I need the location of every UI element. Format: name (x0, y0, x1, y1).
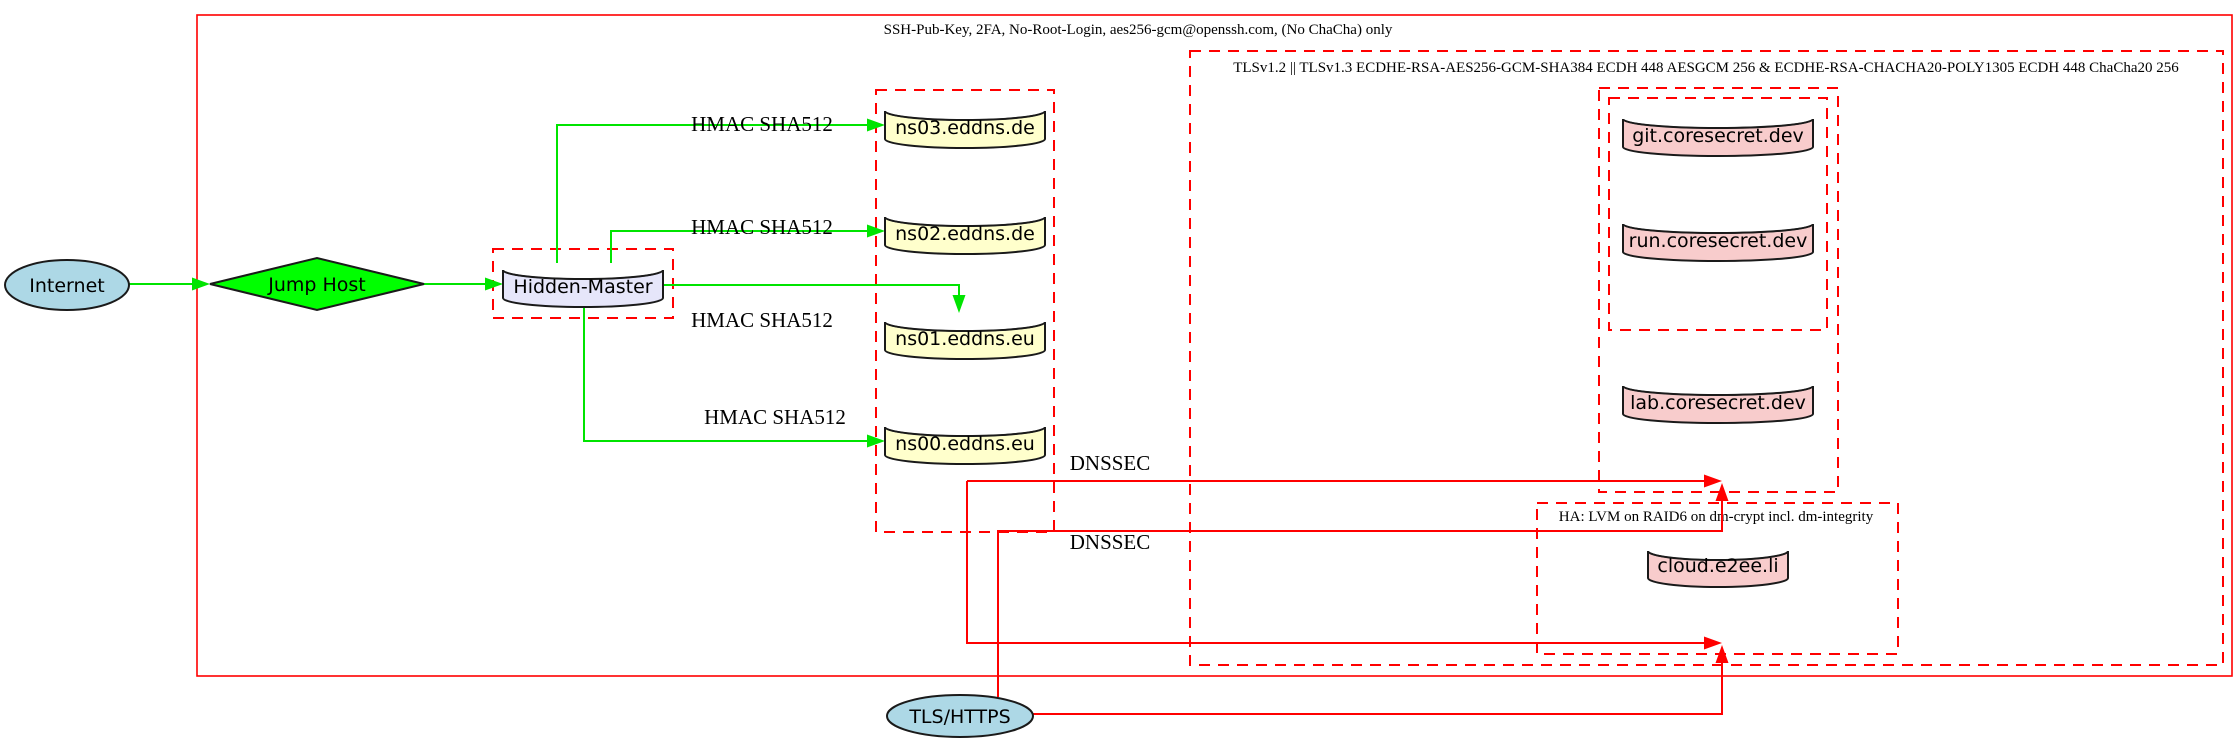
edge-hiddenmaster-to-ns03 (556, 118, 885, 263)
edge-label-dnssec-1: DNSSEC (1070, 451, 1151, 475)
tls-cluster-box (1189, 50, 2224, 666)
git-coresecret-node-label: git.coresecret.dev (1632, 125, 1804, 147)
arrowhead-up-icon (1715, 645, 1729, 663)
edge-dnssec-to-ha (966, 481, 1722, 650)
internet-node-label: Internet (29, 275, 104, 297)
internet-node: Internet (4, 259, 130, 311)
ns02-node: ns02.eddns.de (884, 216, 1046, 255)
ssh-cluster-box (196, 14, 2233, 677)
edge-label-hmac-ns03: HMAC SHA512 (691, 112, 833, 136)
edge-hiddenmaster-to-ns00 (583, 307, 885, 448)
cloud-e2ee-node-label: cloud.e2ee.li (1657, 555, 1778, 577)
edge-hiddenmaster-to-ns02 (610, 224, 885, 263)
edge-internet-to-jumphost (129, 277, 210, 291)
tls-https-node-label: TLS/HTTPS (908, 706, 1010, 728)
edge-hiddenmaster-to-ns01 (663, 284, 966, 313)
edge-label-hmac-ns02: HMAC SHA512 (691, 215, 833, 239)
lab-coresecret-node: lab.coresecret.dev (1622, 385, 1814, 424)
ha-cluster-box (1536, 502, 1899, 655)
ns01-node: ns01.eddns.eu (884, 321, 1046, 360)
arrowhead-right-icon (1704, 474, 1722, 488)
arrowhead-right-icon (867, 118, 885, 132)
arrowhead-right-icon (867, 434, 885, 448)
ns00-node: ns00.eddns.eu (884, 426, 1046, 465)
hidden-master-node-label: Hidden-Master (513, 276, 652, 298)
edge-label-hmac-ns00: HMAC SHA512 (704, 405, 846, 429)
cloud-e2ee-node: cloud.e2ee.li (1647, 550, 1789, 588)
ns03-node-label: ns03.eddns.de (895, 117, 1035, 139)
edge-jumphost-to-hiddenmaster (424, 277, 503, 291)
coresecret-inner-cluster-box (1608, 97, 1828, 331)
ns03-node: ns03.eddns.de (884, 110, 1046, 149)
ns01-node-label: ns01.eddns.eu (895, 328, 1035, 350)
arrowhead-down-icon (952, 295, 966, 313)
ha-cluster-label: HA: LVM on RAID6 on dm-crypt incl. dm-in… (1559, 509, 1874, 525)
jump-host-node-label: Jump Host (267, 274, 366, 296)
edge-dnssec-to-coresecret (967, 474, 1722, 488)
ssh-cluster-label: SSH-Pub-Key, 2FA, No-Root-Login, aes256-… (884, 22, 1393, 38)
arrowhead-up-icon (1715, 483, 1729, 501)
arrowhead-right-icon (192, 277, 210, 291)
jump-host-node: Jump Host (209, 256, 425, 312)
edge-tlshttps-to-ha (1033, 645, 1729, 715)
run-coresecret-node: run.coresecret.dev (1622, 223, 1814, 262)
ns00-node-label: ns00.eddns.eu (895, 433, 1035, 455)
lab-coresecret-node-label: lab.coresecret.dev (1630, 392, 1806, 414)
arrowhead-right-icon (867, 224, 885, 238)
git-coresecret-node: git.coresecret.dev (1622, 118, 1814, 157)
run-coresecret-node-label: run.coresecret.dev (1629, 230, 1808, 252)
edge-tlshttps-to-coresecret (997, 483, 1729, 697)
coresecret-outer-cluster-box (1598, 87, 1839, 493)
edge-label-hmac-ns01: HMAC SHA512 (691, 308, 833, 332)
tls-https-node: TLS/HTTPS (886, 694, 1034, 738)
edge-label-dnssec-2: DNSSEC (1070, 530, 1151, 554)
arrowhead-right-icon (1704, 636, 1722, 650)
dns-servers-cluster-box (875, 89, 1055, 533)
tls-cluster-label: TLSv1.2 || TLSv1.3 ECDHE-RSA-AES256-GCM-… (1233, 60, 2179, 76)
hidden-master-node: Hidden-Master (502, 269, 664, 308)
ns02-node-label: ns02.eddns.de (895, 223, 1035, 245)
arrowhead-right-icon (485, 277, 503, 291)
